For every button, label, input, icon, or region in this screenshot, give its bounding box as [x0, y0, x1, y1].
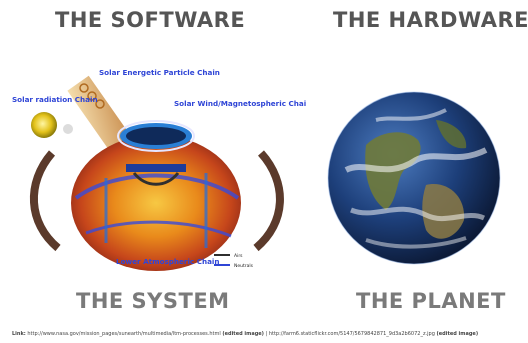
sun-earth-system-diagram: Solar Energetic Particle Chain Solar rad… [12, 68, 306, 271]
caption-url-1[interactable]: http://www.nasa.gov/mission_pages/sunear… [27, 331, 221, 337]
image-source-caption: Link: http://www.nasa.gov/mission_pages/… [12, 331, 524, 337]
lower-atmospheric-chain-label: Lower Atmospheric Chain [116, 257, 220, 266]
system-heading: THE SYSTEM [76, 289, 230, 313]
solar-wind-chain-label: Solar Wind/Magnetospheric Chain [174, 99, 306, 108]
caption-edited-2: (edited image) [436, 331, 479, 337]
planet-heading: THE PLANET [356, 289, 506, 313]
caption-url-2[interactable]: http://farm6.staticflickr.com/5147/56798… [268, 331, 435, 337]
left-flow-arc [29, 150, 61, 252]
small-moon-icon [63, 124, 73, 134]
solar-energetic-chain-label: Solar Energetic Particle Chain [99, 68, 220, 77]
earth-globe-image [327, 91, 501, 265]
software-heading: THE SOFTWARE [55, 8, 246, 32]
legend-neutrals: Neutrals [234, 263, 254, 269]
right-flow-arc [253, 150, 284, 252]
caption-link-label: Link: [12, 331, 26, 337]
solar-radiation-chain-label: Solar radiation Chain [12, 95, 98, 104]
diagram-legend: Airs Neutrals [214, 253, 254, 269]
caption-edited-1: (edited image) [222, 331, 264, 337]
legend-airs: Airs [234, 253, 243, 259]
sun-icon [31, 112, 57, 138]
caption-separator: | [265, 331, 268, 337]
atmosphere-globe [71, 120, 241, 271]
hardware-heading: THE HARDWARE [333, 8, 528, 32]
